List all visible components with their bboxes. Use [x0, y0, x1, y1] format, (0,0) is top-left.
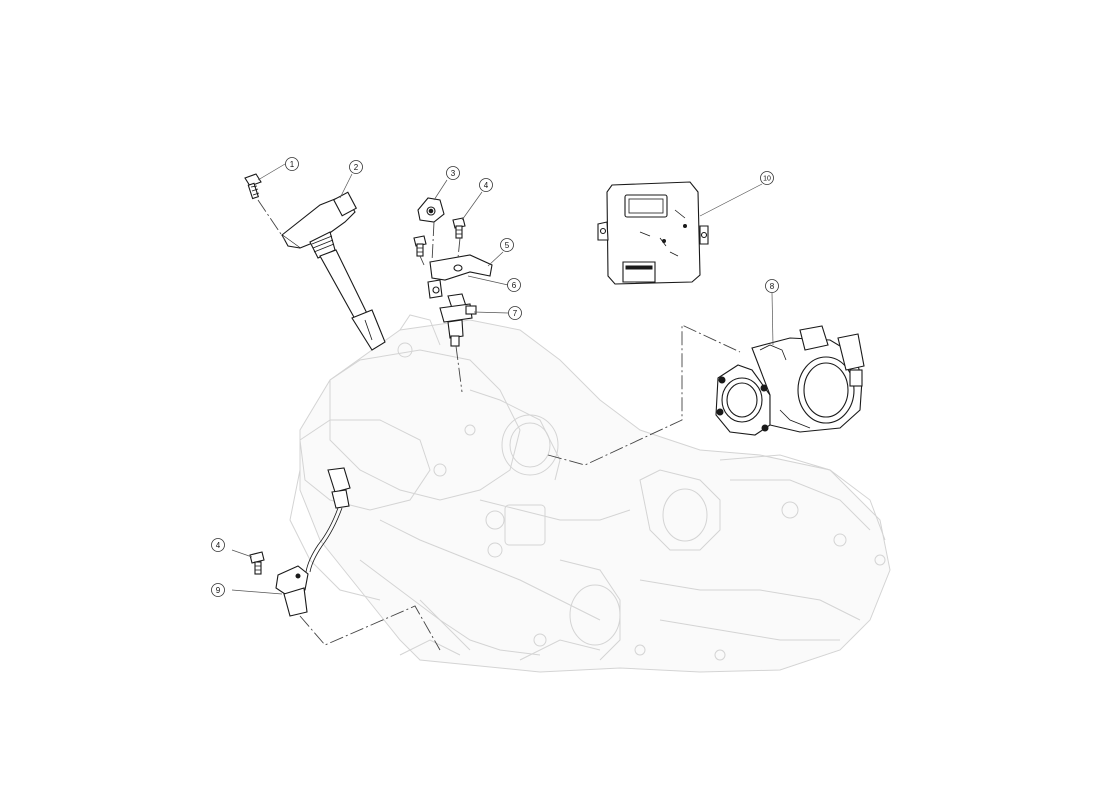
callout-6: 6 — [507, 278, 521, 292]
svg-text:10: 10 — [763, 176, 771, 183]
callout-9: 9 — [211, 583, 225, 597]
svg-text:8: 8 — [770, 282, 775, 291]
sensor-part-3 — [417, 197, 445, 223]
ignition-coil-part-2 — [281, 191, 386, 351]
svg-text:9: 9 — [216, 586, 221, 595]
svg-text:5: 5 — [505, 241, 510, 250]
callout-2: 2 — [349, 160, 363, 174]
callout-4-lower: 4 — [211, 538, 225, 552]
svg-text:4: 4 — [484, 181, 489, 190]
callout-5: 5 — [500, 238, 514, 252]
callout-1: 1 — [285, 157, 299, 171]
svg-text:3: 3 — [451, 169, 456, 178]
bolt-part-1 — [244, 173, 262, 200]
ecu-module-part-10 — [597, 181, 709, 285]
bolt-part-4-lower — [249, 551, 265, 575]
svg-text:7: 7 — [513, 309, 518, 318]
callout-leader-lines — [231, 163, 774, 595]
engine-background-ghost — [289, 314, 891, 673]
svg-text:2: 2 — [354, 163, 359, 172]
callout-3: 3 — [446, 166, 460, 180]
assembly-centerlines — [257, 199, 741, 651]
callout-8: 8 — [765, 279, 779, 293]
svg-text:4: 4 — [216, 541, 221, 550]
bolt-part-4-upper — [413, 217, 466, 257]
svg-text:1: 1 — [290, 160, 295, 169]
throttle-body-part-8 — [715, 325, 865, 436]
svg-text:6: 6 — [512, 281, 517, 290]
callout-10: 10 — [760, 171, 774, 185]
callout-4-upper: 4 — [479, 178, 493, 192]
fuel-injector-part-7 — [439, 293, 477, 347]
callout-7: 7 — [508, 306, 522, 320]
sensor-harness-part-9 — [275, 467, 351, 617]
bracket-part-5 — [427, 254, 493, 299]
